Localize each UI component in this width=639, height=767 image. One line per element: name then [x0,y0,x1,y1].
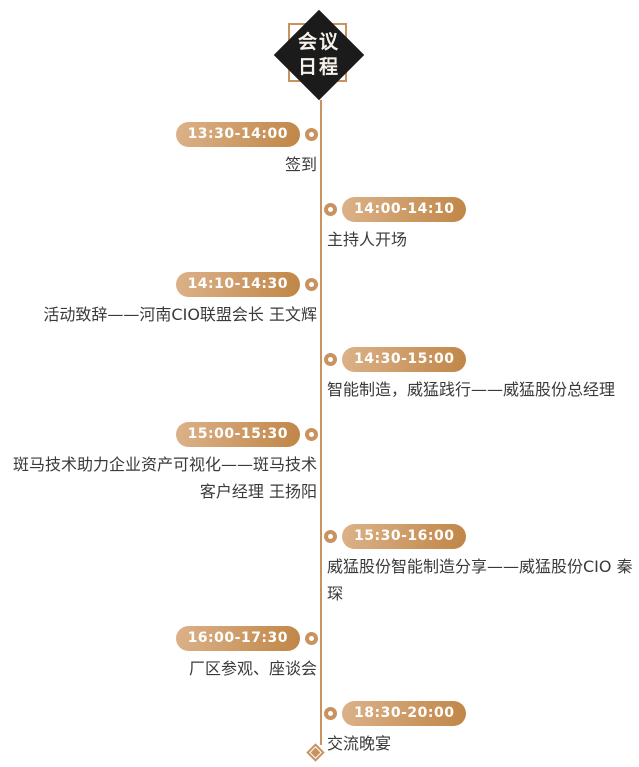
entry-header-row: 14:00-14:10 [324,197,639,222]
agenda-entry: 13:30-14:00 签到 [0,122,318,178]
agenda-entry: 15:30-16:00 威猛股份智能制造分享——威猛股份CIO 秦琛 [324,524,639,607]
time-badge: 16:00-17:30 [175,626,300,651]
time-badge: 15:30-16:00 [342,524,467,549]
entry-header-row: 16:00-17:30 [0,626,318,651]
timeline-dot [305,278,318,291]
entry-description: 活动致辞——河南CIO联盟会长 王文辉 [43,305,317,324]
time-label: 14:30-15:00 [354,351,455,367]
time-badge: 15:00-15:30 [175,422,300,447]
agenda-title-line1: 会议 [297,30,341,53]
timeline-dot [305,632,318,645]
time-badge: 14:10-14:30 [175,272,300,297]
entry-header-row: 18:30-20:00 [324,701,639,726]
time-label: 16:00-17:30 [187,630,288,646]
agenda-entry: 16:00-17:30 厂区参观、座谈会 [0,626,318,682]
timeline-dot [324,530,337,543]
timeline-dot [324,353,337,366]
entry-description: 主持人开场 [327,230,408,249]
entry-header-row: 14:30-15:00 [324,347,639,372]
agenda-entries: 13:30-14:00 签到 14:00-14:10 主持人开场 14:10-1… [0,122,639,767]
time-badge: 14:00-14:10 [342,197,467,222]
time-label: 14:10-14:30 [187,276,288,292]
entry-description: 斑马技术助力企业资产可视化——斑马技术客户经理 王扬阳 [12,455,317,501]
entry-description: 签到 [284,155,317,174]
entry-description: 威猛股份智能制造分享——威猛股份CIO 秦琛 [327,557,633,603]
time-badge: 14:30-15:00 [342,347,467,372]
agenda-entry: 15:00-15:30 斑马技术助力企业资产可视化——斑马技术客户经理 王扬阳 [0,422,318,505]
agenda-entry: 14:10-14:30 活动致辞——河南CIO联盟会长 王文辉 [0,272,318,328]
timeline-dot [305,128,318,141]
agenda-entry: 14:30-15:00 智能制造，威猛践行——威猛股份总经理 [324,347,639,403]
entry-header-row: 14:10-14:30 [0,272,318,297]
entry-header-row: 15:30-16:00 [324,524,639,549]
time-label: 18:30-20:00 [354,705,455,721]
agenda-title-line2: 日程 [297,55,341,78]
entry-description: 智能制造，威猛践行——威猛股份总经理 [327,380,616,399]
entry-description: 交流晚宴 [327,734,392,753]
entry-description: 厂区参观、座谈会 [188,659,317,678]
time-label: 15:00-15:30 [187,426,288,442]
agenda-title: 会议 日程 [298,30,340,80]
entry-header-row: 15:00-15:30 [0,422,318,447]
timeline-dot [324,203,337,216]
timeline-dot [324,707,337,720]
agenda-entry: 14:00-14:10 主持人开场 [324,197,639,253]
time-label: 15:30-16:00 [354,528,455,544]
timeline-line [320,100,322,745]
entry-header-row: 13:30-14:00 [0,122,318,147]
time-label: 14:00-14:10 [354,201,455,217]
timeline-end-diamond-inner [310,747,321,758]
timeline-dot [305,428,318,441]
agenda-entry: 18:30-20:00 交流晚宴 [324,701,639,757]
time-badge: 18:30-20:00 [342,701,467,726]
time-label: 13:30-14:00 [187,126,288,142]
time-badge: 13:30-14:00 [175,122,300,147]
